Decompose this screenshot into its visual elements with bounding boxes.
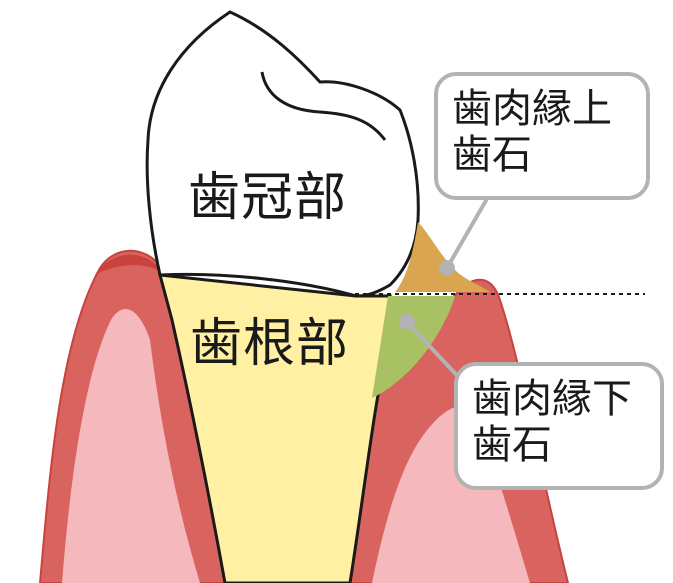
root-label: 歯根部: [190, 314, 350, 374]
callout-subgingival-calculus: 歯肉縁下 歯石: [454, 362, 664, 490]
callout-supragingival-line1: 歯肉縁上: [452, 86, 612, 132]
gum-left-inner: [62, 309, 200, 583]
gum-right-inner: [372, 406, 530, 583]
callout-supragingival-calculus: 歯肉縁上 歯石: [434, 72, 650, 200]
tooth-root-shape: [157, 273, 392, 583]
leader-dot-subgingival: [399, 314, 415, 330]
leader-supragingival: [445, 195, 490, 270]
subgingival-calculus: [372, 296, 455, 398]
tooth-crown-shape: [145, 10, 420, 298]
supragingival-calculus: [395, 222, 490, 292]
crown-groove: [260, 71, 387, 141]
callout-subgingival-line1: 歯肉縁下: [472, 376, 632, 422]
leader-dot-supragingival: [439, 260, 455, 276]
gum-left-edge: [95, 254, 164, 275]
callout-supragingival-line2: 歯石: [452, 132, 532, 178]
callout-subgingival-line2: 歯石: [472, 422, 552, 468]
crown-label: 歯冠部: [188, 168, 348, 228]
